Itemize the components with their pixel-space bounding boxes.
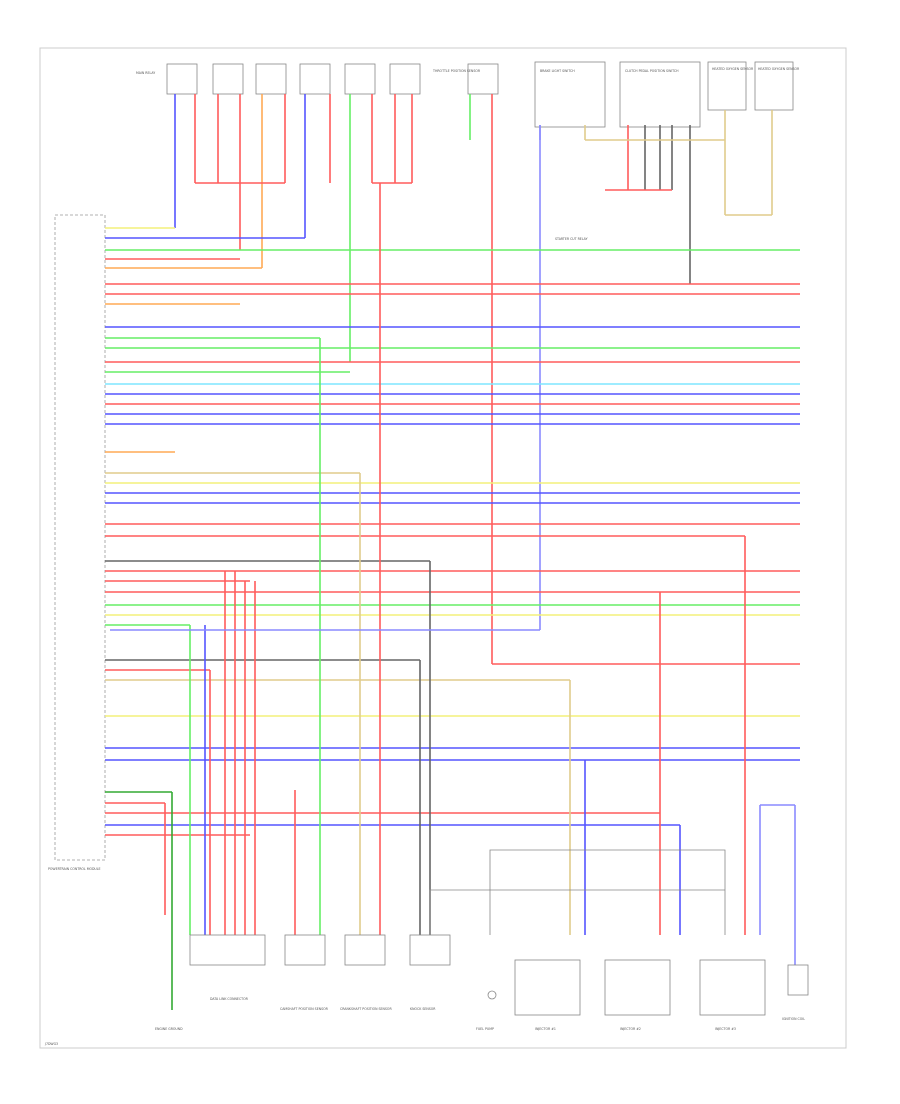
- ecm-label: POWERTRAIN CONTROL MODULE: [48, 867, 101, 871]
- tps-label: THROTTLE POSITION SENSOR: [432, 69, 481, 73]
- diagram-border: [39, 47, 847, 1049]
- starter-cut-label: STARTER CUT RELAY: [555, 237, 588, 241]
- data-link-label: DATA LINK CONNECTOR: [210, 997, 249, 1001]
- ecm-horizontal-wires: [105, 227, 800, 836]
- injector-2-label: INJECTOR #2: [620, 1027, 641, 1031]
- bottom-components: [189, 934, 809, 1016]
- ho2s-front-label: HEATED OXYGEN SENSOR: [712, 67, 754, 71]
- engine-ground-label: ENGINE GROUND: [155, 1027, 183, 1031]
- main-relay-label: MAIN RELAY: [136, 71, 155, 75]
- ho2s-rear-label: HEATED OXYGEN SENSOR: [758, 67, 800, 71]
- top-horizontal-links: [195, 139, 772, 216]
- ignition-coil-label: IGNITION COIL: [782, 1017, 805, 1021]
- knock-sensor-label: KNOCK SENSOR: [410, 1007, 436, 1011]
- top-vertical-wires: [174, 94, 773, 664]
- clutch-pedal-label: CLUTCH PEDAL POSITION SWITCH: [625, 69, 679, 73]
- injector-1-label: INJECTOR #1: [535, 1027, 556, 1031]
- injector-harness: [429, 849, 726, 935]
- lower-vertical-wires: [110, 125, 800, 1010]
- ecm-outline: [54, 214, 106, 861]
- footer-code: J7DWG3: [44, 1042, 58, 1046]
- cam-sensor-label: CAMSHAFT POSITION SENSOR: [280, 1007, 329, 1011]
- brake-light-label: BRAKE LIGHT SWITCH: [540, 69, 575, 73]
- fuel-pump-label: FUEL PUMP: [476, 1027, 494, 1031]
- injector-3-label: INJECTOR #3: [715, 1027, 736, 1031]
- crank-sensor-label: CRANKSHAFT POSITION SENSOR: [340, 1007, 392, 1011]
